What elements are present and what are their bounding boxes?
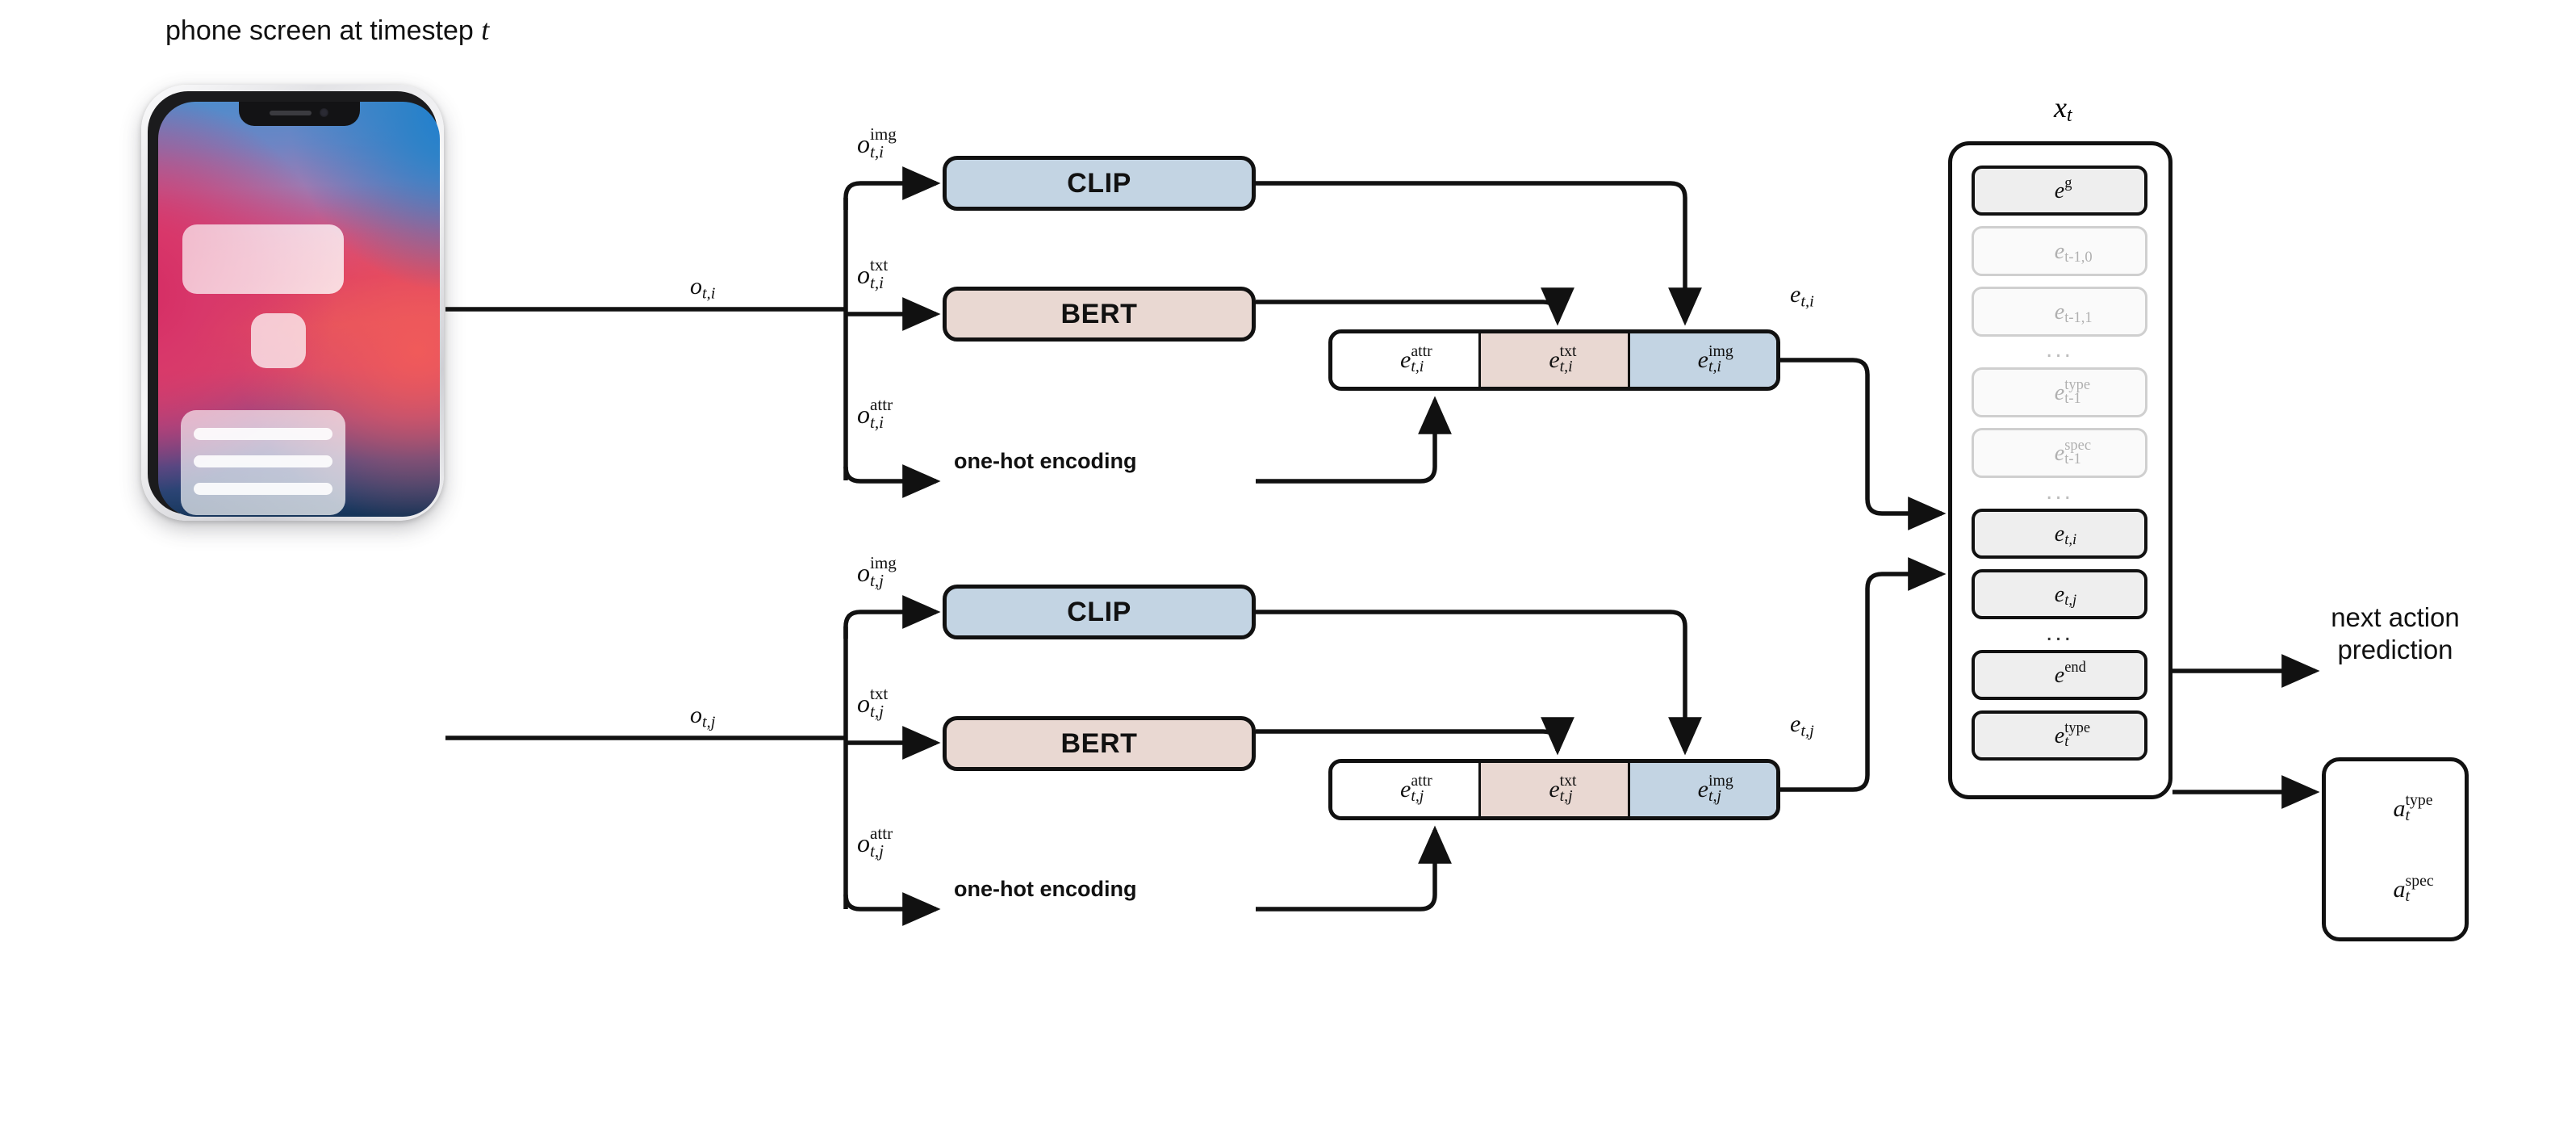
- concat-segment-txt-i: e txt t,i: [1478, 333, 1628, 387]
- screen-ui-card-top[interactable]: [182, 224, 344, 294]
- ellipsis-2: ...: [2045, 478, 2073, 505]
- screen-ui-list-row[interactable]: [194, 455, 332, 467]
- phone-notch: [238, 102, 360, 126]
- input-label-img-j: o img t,j: [857, 553, 897, 590]
- observation-label-i: ot,i: [690, 273, 716, 303]
- bert-encoder-i[interactable]: BERT: [943, 287, 1256, 342]
- page-title-text: phone screen at timestep: [165, 15, 474, 46]
- front-camera-icon: [319, 108, 328, 117]
- token-e-end[interactable]: e end: [1972, 650, 2147, 700]
- phone-mockup: [141, 85, 444, 521]
- next-action-prediction-box: a type t a spec t: [2322, 757, 2469, 941]
- input-label-attr-j: o attr t,j: [857, 824, 893, 861]
- token-e-tm1-0[interactable]: e t-1,0: [1972, 226, 2147, 276]
- token-e-type-tm1[interactable]: e type t-1: [1972, 367, 2147, 417]
- token-e-type-t[interactable]: e type t: [1972, 710, 2147, 761]
- token-e-g[interactable]: e g: [1972, 166, 2147, 216]
- concat-output-label-j: et,j: [1790, 710, 1814, 740]
- concat-segment-attr-i: e attr t,i: [1332, 333, 1479, 387]
- concat-segment-txt-j: e txt t,j: [1478, 763, 1628, 816]
- one-hot-encoding-label-j: one-hot encoding: [954, 877, 1137, 901]
- observation-label-j: ot,j: [690, 702, 716, 731]
- concat-output-label-i: et,i: [1790, 281, 1814, 311]
- concat-segment-img-i: e img t,i: [1627, 333, 1776, 387]
- prediction-title-line1: next action: [2331, 602, 2460, 632]
- screen-ui-app-icon[interactable]: [251, 313, 306, 368]
- bert-encoder-j[interactable]: BERT: [943, 716, 1256, 771]
- token-e-t-i[interactable]: e t,i: [1972, 509, 2147, 559]
- screen-ui-list-row[interactable]: [194, 428, 332, 440]
- page-title: phone screen at timestep t: [165, 13, 489, 47]
- one-hot-encoding-label-i: one-hot encoding: [954, 449, 1137, 473]
- concat-embedding-j: e attr t,j e txt t,j e img t,j: [1328, 759, 1780, 820]
- input-label-txt-j: o txt t,j: [857, 684, 889, 721]
- phone-screen: [158, 102, 440, 517]
- input-label-attr-i: o attr t,i: [857, 395, 893, 432]
- ellipsis-1: ...: [2045, 336, 2073, 363]
- sequence-label: x t: [2054, 91, 2072, 126]
- concat-segment-img-j: e img t,j: [1627, 763, 1776, 816]
- input-label-txt-i: o txt t,i: [857, 255, 889, 292]
- action-spec-output: a spec t: [2393, 871, 2434, 906]
- phone-frame: [141, 85, 444, 521]
- sequence-token-stack: e g e t-1,0 e t-1,1 ... e type t-1 e spe…: [1948, 141, 2172, 799]
- concat-segment-attr-j: e attr t,j: [1332, 763, 1479, 816]
- token-e-spec-tm1[interactable]: e spec t-1: [1972, 428, 2147, 478]
- phone-bezel: [148, 91, 440, 517]
- ellipsis-3: ...: [2045, 619, 2073, 646]
- action-type-output: a type t: [2393, 790, 2433, 825]
- token-e-tm1-1[interactable]: e t-1,1: [1972, 287, 2147, 337]
- concat-embedding-i: e attr t,i e txt t,i e img t,i: [1328, 329, 1780, 391]
- clip-encoder-i[interactable]: CLIP: [943, 156, 1256, 211]
- screen-ui-list-row[interactable]: [194, 483, 332, 495]
- screen-ui-card-bottom[interactable]: [181, 410, 345, 515]
- clip-encoder-j[interactable]: CLIP: [943, 585, 1256, 639]
- token-e-t-j[interactable]: e t,j: [1972, 569, 2147, 619]
- speaker-grille-icon: [269, 111, 312, 115]
- prediction-title: next action prediction: [2274, 601, 2516, 667]
- page-title-variable: t: [481, 14, 490, 46]
- prediction-title-line2: prediction: [2337, 635, 2453, 665]
- input-label-img-i: o img t,i: [857, 124, 897, 161]
